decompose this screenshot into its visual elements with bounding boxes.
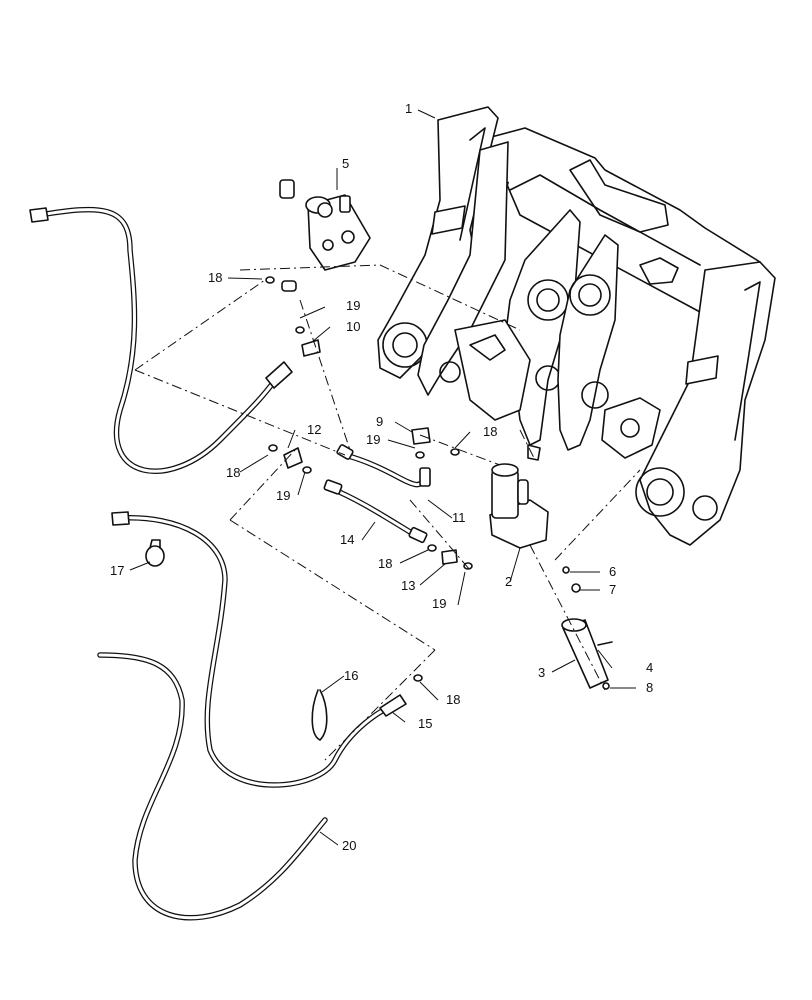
callout-18e: 18 <box>446 692 460 707</box>
callout-15: 15 <box>418 716 432 731</box>
hose-assembly-top <box>29 206 293 474</box>
callout-19b: 19 <box>366 432 380 447</box>
leader-lines <box>129 109 636 846</box>
callout-2: 2 <box>505 574 512 589</box>
callout-7: 7 <box>609 582 616 597</box>
callout-20: 20 <box>342 838 356 853</box>
callout-18d: 18 <box>378 556 392 571</box>
callout-18b: 18 <box>483 424 497 439</box>
callout-6: 6 <box>609 564 616 579</box>
centerlines <box>134 264 641 761</box>
tie-strap-17 <box>145 539 165 567</box>
callout-16: 16 <box>344 668 358 683</box>
callout-1: 1 <box>405 101 412 116</box>
callout-12: 12 <box>307 422 321 437</box>
callout-13: 13 <box>401 578 415 593</box>
callout-17: 17 <box>110 563 124 578</box>
coupler-frame <box>377 106 776 546</box>
hose-11 <box>336 444 431 488</box>
callout-3: 3 <box>538 665 545 680</box>
callout-18a: 18 <box>208 270 222 285</box>
callout-14: 14 <box>340 532 354 547</box>
hose-14 <box>323 479 428 544</box>
callout-19d: 19 <box>432 596 446 611</box>
valve-block <box>279 179 371 271</box>
callout-8: 8 <box>646 680 653 695</box>
callout-9: 9 <box>376 414 383 429</box>
callout-18c: 18 <box>226 465 240 480</box>
callout-19a: 19 <box>346 298 360 313</box>
lock-pin <box>561 566 613 690</box>
callout-10: 10 <box>346 319 360 334</box>
callouts: 1 2 3 4 5 6 7 8 9 10 11 12 13 14 15 16 1… <box>110 101 653 853</box>
cylinder-assembly <box>489 463 549 549</box>
callout-5: 5 <box>342 156 349 171</box>
fittings <box>265 276 473 682</box>
hose-15 <box>111 511 407 788</box>
tie-strap-16 <box>311 689 328 741</box>
callout-19c: 19 <box>276 488 290 503</box>
callout-11: 11 <box>452 510 466 525</box>
hose-20 <box>97 652 328 921</box>
callout-4: 4 <box>646 660 653 675</box>
